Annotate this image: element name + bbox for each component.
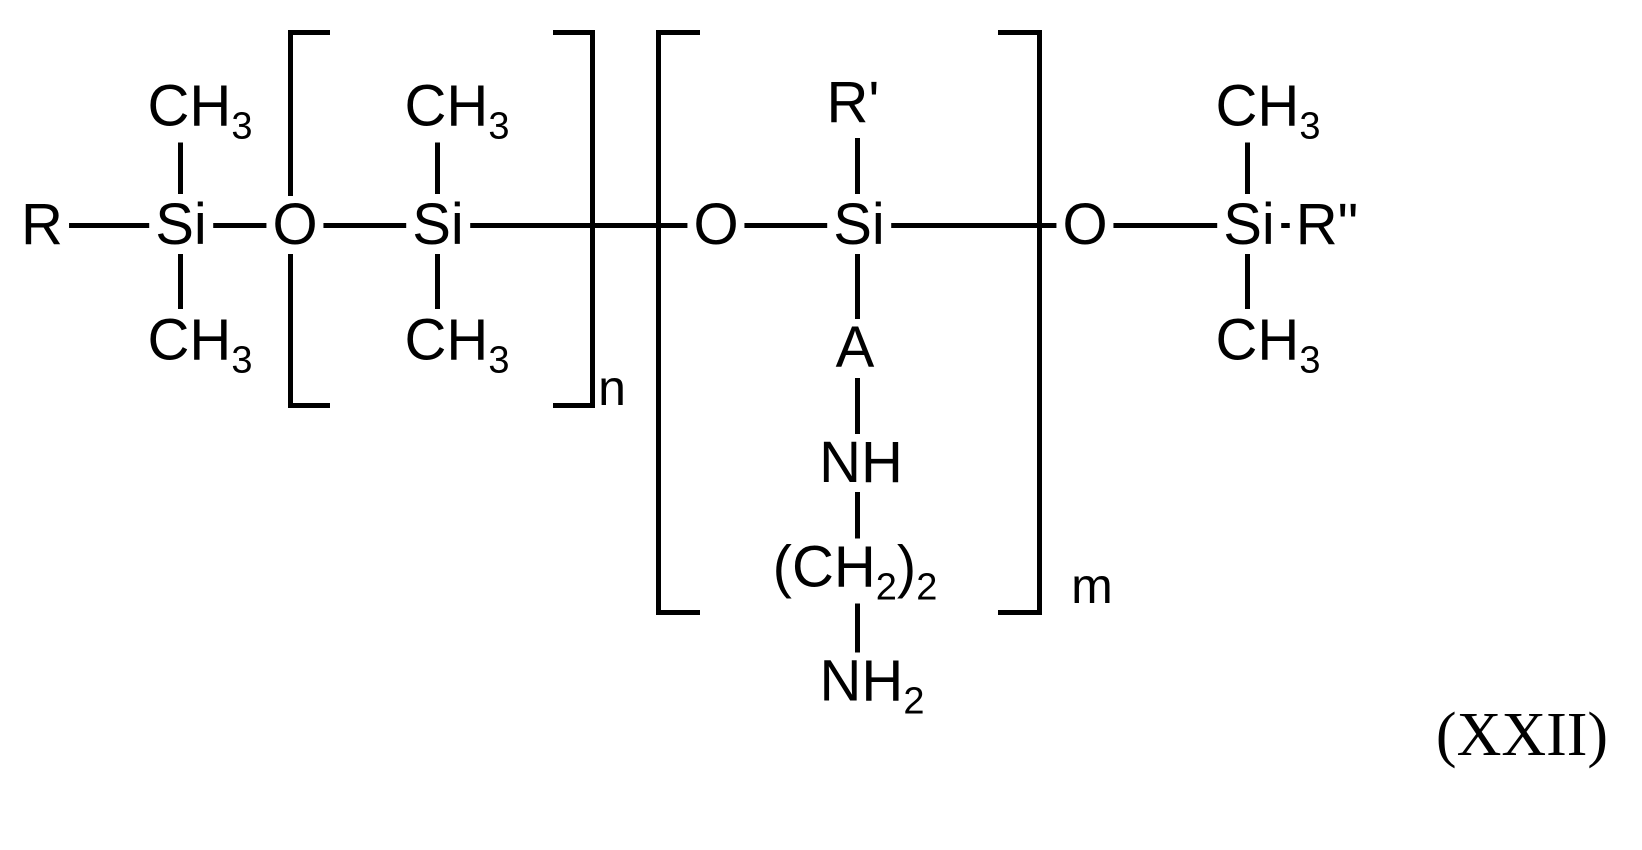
atom-label-ch3-left-bottom: CH3	[141, 311, 259, 382]
bond-r-to-si1	[66, 223, 152, 228]
atom-label-nh2-group: NH2	[813, 652, 931, 723]
subscript-m: m	[1071, 558, 1113, 614]
atom-label-nh-group: NH	[813, 434, 909, 492]
atom-label-r-double-prime: R"	[1289, 196, 1365, 254]
bond-a-to-nh	[855, 378, 860, 436]
bond-si2-to-bracket	[468, 223, 663, 228]
subscript-n: n	[598, 360, 626, 416]
atom-label-o-repeat-n: O	[266, 196, 324, 254]
formula-number-label: (XXII)	[1435, 701, 1609, 769]
bond-si4-to-ch3-bottom	[1245, 253, 1250, 309]
atom-label-r-prime: R'	[820, 74, 886, 132]
bond-bracket-to-o2	[655, 223, 690, 228]
bracket-m-left	[656, 30, 700, 615]
bond-si3-to-rprime	[855, 138, 860, 194]
atom-label-si-terminal-left: Si	[149, 196, 213, 254]
atom-label-ch3-n-bottom: CH3	[398, 311, 516, 382]
bond-si4-to-ch3-top	[1245, 138, 1250, 194]
bond-si2-to-ch3-top	[435, 138, 440, 194]
bond-si1-to-ch3-top	[178, 138, 183, 194]
atom-label-si-repeat-m: Si	[827, 196, 891, 254]
bond-o2-to-si3	[744, 223, 828, 228]
atom-label-ch3-right-bottom: CH3	[1209, 311, 1327, 382]
bond-si3-to-o3	[890, 223, 1058, 228]
bond-si2-to-ch3-bottom	[435, 253, 440, 309]
bond-si3-to-a	[855, 253, 860, 319]
bracket-m-right	[998, 30, 1042, 615]
bond-si1-to-ch3-bottom	[178, 253, 183, 309]
atom-label-ch3-n-top: CH3	[398, 77, 516, 148]
bond-ch2-to-nh2	[855, 598, 860, 656]
atom-label-o-terminal-right: O	[1056, 196, 1114, 254]
atom-label-si-repeat-n: Si	[406, 196, 470, 254]
bond-si1-to-o1	[210, 223, 268, 228]
atom-label-ch3-right-top: CH3	[1209, 77, 1327, 148]
bond-o1-to-si2	[322, 223, 408, 228]
atom-label-r: R	[15, 196, 69, 254]
bond-nh-to-ch2	[855, 489, 860, 543]
bracket-n-right	[553, 30, 595, 408]
atom-label-ch2-group: (CH2)2	[766, 538, 944, 609]
atom-label-ch3-left-top: CH3	[141, 77, 259, 148]
atom-label-si-terminal-right: Si	[1217, 196, 1281, 254]
atom-label-a-group: A	[829, 319, 881, 377]
bond-o3-to-si4	[1112, 223, 1218, 228]
atom-label-o-repeat-m: O	[687, 196, 745, 254]
